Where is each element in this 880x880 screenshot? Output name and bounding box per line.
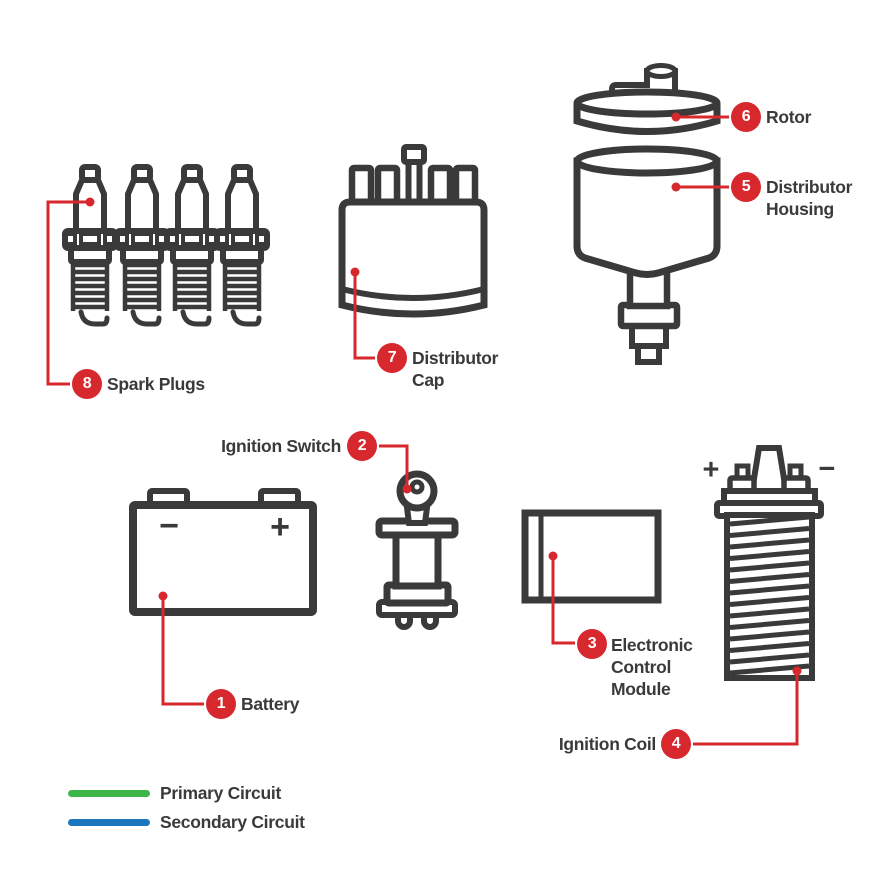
callout-lines xyxy=(46,115,799,746)
label-ignition-coil: Ignition Coil xyxy=(558,734,656,754)
battery-icon xyxy=(129,488,317,616)
badge-ignition-switch: 2 xyxy=(347,431,377,461)
legend-primary-line xyxy=(68,790,150,797)
badge-rotor: 6 xyxy=(731,102,761,132)
legend-secondary-label: Secondary Circuit xyxy=(160,812,305,832)
label-ecm-line3: Module xyxy=(611,679,671,699)
label-distributor-housing-line1: Distributor xyxy=(766,177,853,197)
label-distributor-cap-line1: Distributor xyxy=(412,348,499,368)
label-distributor-housing: Distributor Housing xyxy=(766,176,852,220)
badge-ecm: 3 xyxy=(577,629,607,659)
distributor-cap-icon xyxy=(338,144,488,318)
distributor-housing-icon xyxy=(573,145,721,365)
callout-dots xyxy=(85,112,802,676)
battery-plus-sign: + xyxy=(270,508,290,546)
spark-plugs-icon xyxy=(65,167,267,324)
badge-distributor-cap: 7 xyxy=(377,343,407,373)
rotor-icon xyxy=(573,63,721,135)
label-ecm: Electronic Control Module xyxy=(611,634,693,700)
label-rotor: Rotor xyxy=(766,107,812,127)
badge-battery: 1 xyxy=(206,689,236,719)
label-ecm-line1: Electronic xyxy=(611,635,693,655)
label-spark-plugs: Spark Plugs xyxy=(107,374,205,394)
label-distributor-cap-line2: Cap xyxy=(412,370,445,390)
badge-spark-plugs: 8 xyxy=(72,369,102,399)
label-distributor-cap: Distributor Cap xyxy=(412,347,498,391)
legend-secondary-line xyxy=(68,819,150,826)
ignition-switch-icon xyxy=(375,470,459,630)
legend-primary-label: Primary Circuit xyxy=(160,783,281,803)
coil-minus-sign: − xyxy=(818,453,836,485)
label-ignition-switch: Ignition Switch xyxy=(221,436,341,456)
label-ecm-line2: Control xyxy=(611,657,672,677)
badge-distributor-housing: 5 xyxy=(731,172,761,202)
coil-plus-sign: + xyxy=(702,454,720,486)
label-distributor-housing-line2: Housing xyxy=(766,199,834,219)
ecm-icon xyxy=(521,509,662,604)
ignition-coil-icon xyxy=(714,445,824,681)
battery-minus-sign: − xyxy=(159,507,179,545)
label-battery: Battery xyxy=(241,694,300,714)
badge-ignition-coil: 4 xyxy=(661,729,691,759)
